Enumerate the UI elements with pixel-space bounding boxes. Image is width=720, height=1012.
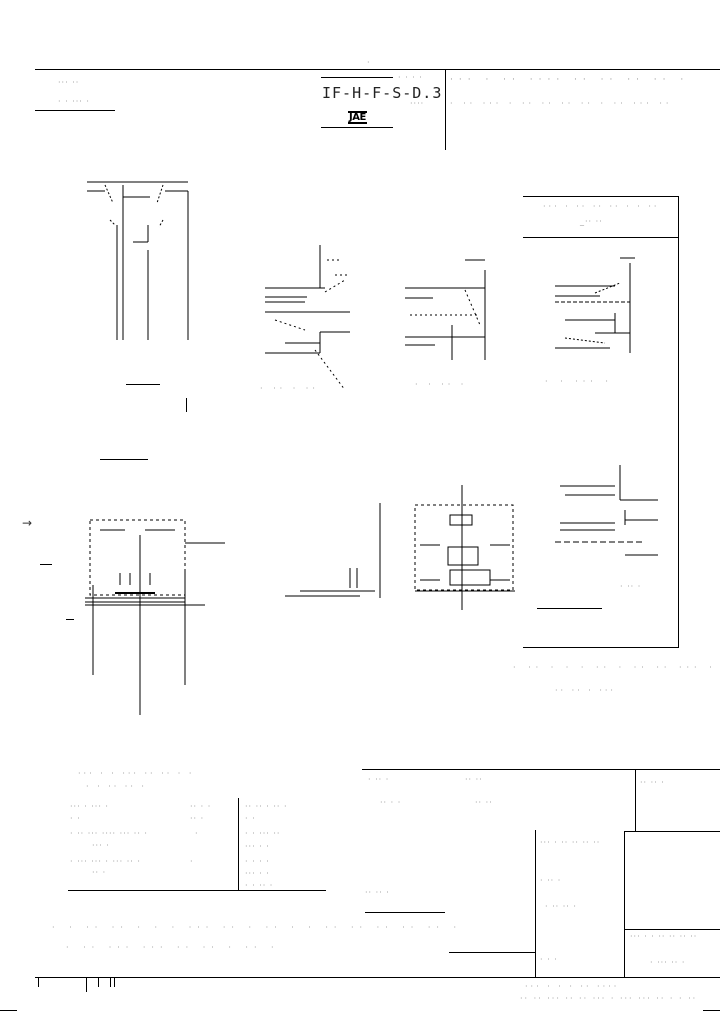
notes-row-c: ··· · ·	[245, 842, 270, 851]
footnote-2: · ·· ··· ··· ·· ·· · ·· ·	[66, 943, 280, 952]
notes-row-c: ··· · ·	[245, 869, 270, 878]
header-left-label-2: · · ··· ·	[58, 97, 90, 106]
detail-box-title: ··· · ·· ·· ·· · · ··	[543, 202, 660, 211]
notes-row-b: ·· · ·	[190, 802, 212, 811]
notes-row-c: · · ··· ··	[245, 829, 281, 838]
notes-row-a: · ·· ··· ···· ··· ·· ·	[70, 829, 148, 838]
tb-h1	[624, 831, 720, 832]
side-mark-b	[66, 619, 74, 620]
bottom-tick-3	[98, 977, 99, 987]
notes-row-a: ··· ·	[92, 841, 110, 850]
dim-line-b	[100, 459, 148, 460]
notes-row-b: ·· ·	[190, 814, 205, 823]
note-bottom-2: ·· ·· · ···	[555, 686, 616, 695]
notes-row-a: ·· ·	[92, 868, 107, 877]
header-divider	[445, 69, 446, 150]
top-center-mark: ·	[367, 58, 371, 67]
footnote-1: · · ·· ·· · · · ··· ·· · ·· · · ·· ·· ··…	[52, 923, 463, 932]
tb-cell: ·· ·· ·	[365, 888, 390, 897]
detail-box-header-line	[523, 237, 679, 238]
notes-heading-1: ··· · · ··· ·· ·· · ·	[78, 769, 195, 778]
front-view-drawing	[87, 181, 189, 340]
detail-view-2	[555, 465, 658, 556]
section-label-2: · · ·· ·	[415, 380, 468, 389]
notes-row-a: · ·	[70, 814, 81, 823]
detail-box-subtitle: _·· ··	[580, 217, 603, 226]
notes-row-c: ·· ·· · ·· ·	[245, 802, 288, 811]
tb-cell: ·· ·· ·	[640, 778, 665, 787]
bottom-border	[35, 977, 720, 978]
tb-v2	[624, 831, 625, 977]
section-view-2	[405, 259, 486, 360]
tb-cell: ··· · ·· ·· ·· ··	[540, 838, 601, 847]
pn-top-line	[321, 77, 393, 78]
top-border	[35, 69, 720, 70]
tb-cell: · ··· ·· ·	[650, 958, 686, 967]
corner-mark-left	[0, 1010, 17, 1011]
tb-cell: ·· ··	[465, 775, 483, 784]
bottom-tick-4	[110, 977, 111, 987]
detail-box-top-line	[523, 196, 679, 197]
dim-line-a	[126, 384, 160, 385]
notes-row-b: ·	[190, 857, 194, 866]
title-block-top	[362, 769, 720, 770]
tb-cell: ··· · · ·· ·· ·· ··	[630, 932, 698, 941]
header-left-underline	[35, 110, 115, 111]
footer-line-2: ·· ·· ··· ·· ·· ··· · ··· ··· ·· · · ··	[520, 994, 698, 1003]
title-line-1: ··· · ·· ···· ·· ·· ·· ·· ·	[450, 75, 690, 85]
dim-tick-a	[186, 398, 187, 412]
tb-h2	[449, 952, 535, 953]
connector-end-view	[414, 485, 515, 610]
tb-cell: · ·· ·	[368, 775, 390, 784]
notes-bottom-line	[68, 890, 326, 891]
title-line-2: · ·· ··· · ·· ·· ·· ·· · ·· ··· ··	[450, 99, 673, 108]
tb-cell: · ·· ·	[540, 876, 562, 885]
tb-h4	[365, 912, 445, 913]
notes-row-c: · · ·· ·	[245, 881, 274, 890]
footer-line-1: ··· · · · ·· ····	[525, 982, 620, 991]
side-view	[285, 503, 381, 598]
notes-row-b: ·	[195, 829, 199, 838]
notes-heading-2: · · ·· ·· ·	[86, 782, 147, 791]
pn-bottom-line	[321, 127, 393, 128]
tb-cell: ·· ··	[475, 798, 493, 807]
side-mark-a	[40, 564, 52, 565]
notes-row-c: · ·	[245, 814, 256, 823]
tb-cell: · ·· ·· ·	[545, 902, 577, 911]
bottom-tick-2	[86, 977, 87, 992]
notes-row-c: · · · ·	[245, 857, 270, 866]
detail-label-1: · · ··· ·	[545, 377, 613, 386]
section-label-1: · ·· · ··	[260, 384, 319, 393]
header-left-label-1: ··· ··	[58, 78, 80, 87]
notes-divider	[238, 798, 239, 890]
tb-cell: · · ·	[540, 955, 558, 964]
header-side-label-2: ····	[410, 99, 425, 108]
tb-cell: ·· · ·	[380, 798, 402, 807]
tb-v3	[535, 830, 536, 977]
part-number: IF-H-F-S-D.3	[322, 84, 443, 102]
bottom-tick-1	[38, 977, 39, 987]
notes-row-a: · ··· ··· · ··· ·· ·	[70, 857, 141, 866]
notes-row-a: ··· · ··· ·	[70, 802, 109, 811]
detail-box-underline	[537, 608, 602, 609]
section-view-1	[265, 245, 350, 391]
company-logo: JAE	[348, 111, 367, 124]
tb-v1	[635, 769, 636, 831]
note-bottom-1: · ·· · · · ·· · ·· ·· ··· · ·	[513, 663, 720, 672]
corner-mark	[703, 1010, 720, 1011]
tb-h3	[624, 929, 720, 930]
connector-front-view	[85, 519, 225, 715]
header-side-label-1: · · · ·	[398, 73, 423, 82]
bottom-tick-5	[114, 977, 115, 987]
detail-view-1	[555, 257, 635, 353]
arrow-indicator: →	[22, 516, 34, 530]
detail-label-2: · ·· ·	[620, 582, 642, 591]
